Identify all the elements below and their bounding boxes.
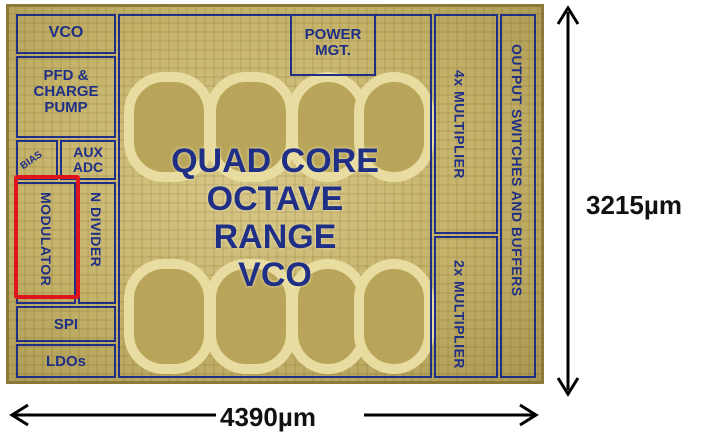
bias-block: BIAS <box>16 140 58 180</box>
vco-small-block: VCO <box>16 14 116 54</box>
chip-die-photo: VCO PFD & CHARGE PUMP BIAS AUX ADC MODUL… <box>6 4 544 384</box>
n-divider-block: N DIVIDER <box>78 182 116 304</box>
modulator-highlight-box <box>14 175 80 299</box>
width-dimension-arrow <box>9 403 539 427</box>
vco-core-label: QUAD CORE OCTAVE RANGE VCO <box>171 142 379 295</box>
multiplier-2x-block: 2x MULTIPLIER <box>434 236 498 378</box>
width-dimension-label: 4390µm <box>220 402 316 432</box>
modulator-label: MODULATOR <box>38 192 54 287</box>
vco-core-block: QUAD CORE OCTAVE RANGE VCO <box>118 14 432 378</box>
aux-adc-block: AUX ADC <box>60 140 116 180</box>
spi-block: SPI <box>16 306 116 342</box>
power-mgmt-block: POWER MGT. <box>290 14 376 76</box>
pfd-label: PFD & CHARGE PUMP <box>33 67 99 116</box>
height-dimension-arrow <box>556 5 580 397</box>
multiplier-4x-label: 4x MULTIPLIER <box>451 70 468 179</box>
height-dimension-label: 3215µm <box>586 190 682 220</box>
ldos-label: LDOs <box>45 353 86 370</box>
bias-label: BIAS <box>18 149 45 172</box>
pfd-block: PFD & CHARGE PUMP <box>16 56 116 138</box>
inductor-coil <box>124 259 214 374</box>
multiplier-4x-block: 4x MULTIPLIER <box>434 14 498 234</box>
output-buffers-label: OUTPUT SWITCHES AND BUFFERS <box>509 44 525 297</box>
spi-label: SPI <box>53 316 79 333</box>
ldos-block: LDOs <box>16 344 116 378</box>
power-mgmt-label: POWER MGT. <box>304 26 362 59</box>
vco-small-label: VCO <box>48 24 84 41</box>
inductor-coil <box>354 259 434 374</box>
aux-adc-label: AUX ADC <box>72 144 104 175</box>
multiplier-2x-label: 2x MULTIPLIER <box>451 260 468 369</box>
output-buffers-block: OUTPUT SWITCHES AND BUFFERS <box>500 14 536 378</box>
n-divider-label: N DIVIDER <box>88 192 104 268</box>
inductor-coil <box>124 72 214 182</box>
inductor-coil <box>354 72 434 182</box>
